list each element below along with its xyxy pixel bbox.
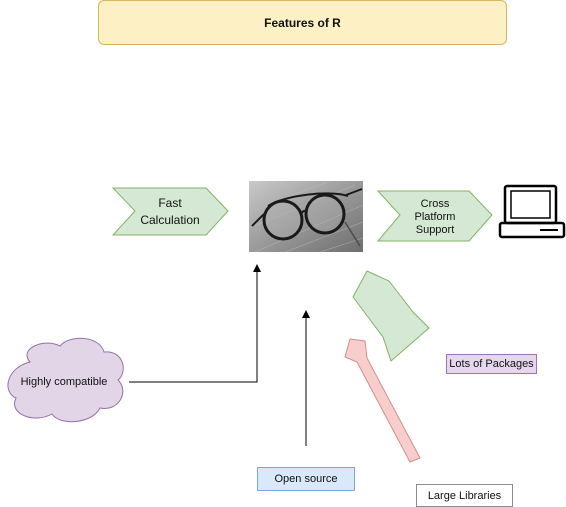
cross-platform-label-line1: Cross xyxy=(421,198,450,210)
highly-compatible-label: Highly compatible xyxy=(21,376,108,388)
computer-monitor-icon xyxy=(498,184,566,239)
cross-platform-label-line2: Platform xyxy=(415,211,456,223)
fast-calculation-label-line2: Calculation xyxy=(140,213,199,227)
fast-calculation-label-line1: Fast xyxy=(158,196,182,210)
green-up-arrow xyxy=(352,270,430,362)
cross-platform-shape[interactable]: Cross Platform Support xyxy=(376,190,493,242)
open-source-box[interactable]: Open source xyxy=(257,467,355,491)
fast-calculation-shape[interactable]: Fast Calculation xyxy=(111,187,229,236)
large-libraries-box[interactable]: Large Libraries xyxy=(416,484,513,507)
cloud-to-photo-connector xyxy=(129,264,261,383)
cross-platform-label-line3: Support xyxy=(416,224,455,236)
pink-block-arrow xyxy=(344,338,421,463)
highly-compatible-cloud[interactable]: Highly compatible xyxy=(7,337,124,423)
eyeglasses-photo xyxy=(248,180,364,253)
lots-of-packages-box[interactable]: Lots of Packages xyxy=(446,354,537,374)
diagram-title: Features of R xyxy=(98,0,507,45)
